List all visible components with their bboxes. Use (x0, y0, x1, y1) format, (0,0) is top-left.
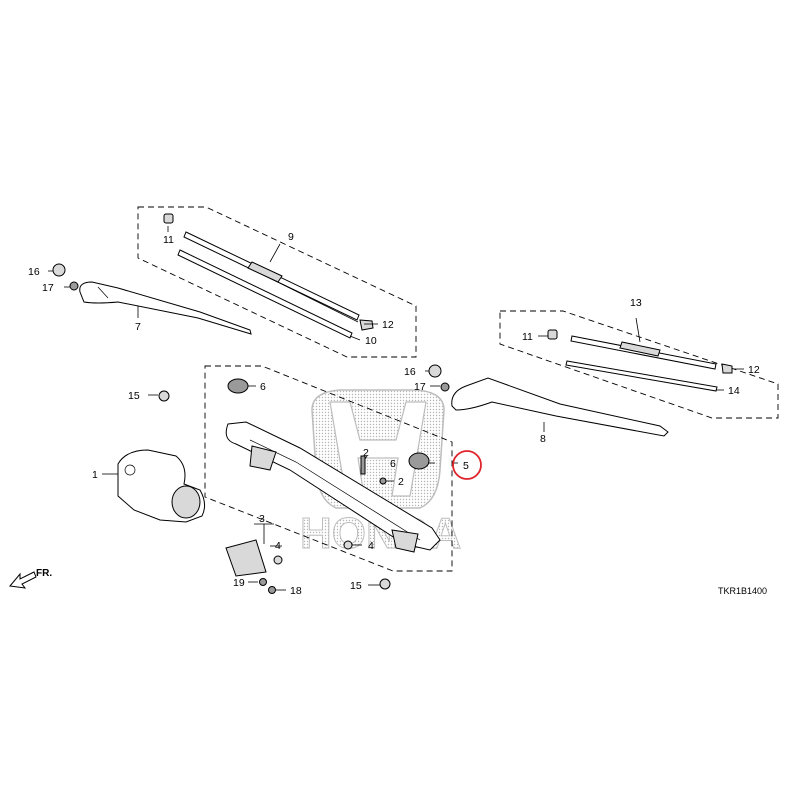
callout-14: 14 (728, 385, 740, 397)
blade-rubber-right (565, 360, 718, 392)
wiper-motor (117, 449, 206, 523)
left-wiper-blade-assembly (163, 213, 374, 339)
callout-3: 3 (259, 513, 265, 525)
clip-11-left (163, 213, 174, 224)
callout-10: 10 (365, 335, 377, 347)
nut-4-right (343, 540, 353, 550)
wiper-arm-right (451, 377, 669, 437)
callout-11-right: 11 (522, 331, 533, 343)
callout-5: 5 (463, 460, 469, 472)
bolt-15-upper (158, 390, 170, 402)
wiper-motor-shaft (124, 464, 136, 476)
highlight-ring (452, 450, 482, 480)
bolt-15-lower (379, 578, 391, 590)
adapter-12-left (359, 319, 374, 331)
blade-center-bracket-left (247, 261, 283, 283)
blade-center-bracket-right (619, 341, 661, 357)
group-box-right-blade (499, 310, 779, 419)
callout-16-right: 16 (404, 366, 416, 378)
callout-17-left: 17 (42, 282, 54, 294)
callout-12-right: 12 (748, 364, 760, 376)
nut-17-right (440, 382, 450, 392)
nut-4-left (273, 555, 283, 565)
clip-11-right (547, 329, 558, 340)
callout-8: 8 (540, 433, 546, 445)
group-box-left-blade (137, 206, 417, 358)
cap-16-right (428, 364, 442, 378)
callout-6-upper: 6 (260, 381, 266, 393)
callout-16-left: 16 (28, 266, 40, 278)
callout-15-lower: 15 (350, 580, 362, 592)
callout-7: 7 (135, 321, 141, 333)
callout-2-lower: 2 (398, 476, 404, 488)
group-box-linkage (204, 365, 453, 572)
wiper-arm-left (79, 281, 252, 335)
linkage-bracket-left (249, 445, 277, 471)
leader-lines (48, 226, 744, 591)
callout-4-right: 4 (368, 540, 374, 552)
front-label: FR. (36, 568, 52, 579)
callout-15-upper: 15 (128, 390, 140, 402)
cap-6-lower (408, 452, 430, 470)
front-arrow-icon (9, 571, 37, 589)
callout-labels: 11 9 12 10 16 17 7 13 11 12 14 16 17 8 6… (28, 231, 760, 597)
nut-17-left (69, 281, 79, 291)
callout-1: 1 (92, 469, 98, 481)
callout-6-lower: 6 (390, 458, 396, 470)
linkage-rod-detail (249, 439, 421, 541)
callout-11-left: 11 (163, 234, 174, 246)
blade-rubber-left (177, 249, 353, 339)
callout-13: 13 (630, 297, 642, 309)
front-direction-indicator: FR. (9, 568, 52, 589)
callout-2-upper: 2 (363, 447, 369, 459)
nut-18 (268, 586, 276, 594)
wiper-arm-left-detail (97, 286, 109, 299)
bracket-3 (225, 539, 267, 577)
cap-6-upper (227, 378, 249, 394)
left-wiper-arm-assembly (52, 263, 252, 335)
right-wiper-blade-assembly (547, 329, 733, 392)
callout-18: 18 (290, 585, 302, 597)
callout-9: 9 (288, 231, 294, 243)
wiper-linkage-assembly (158, 378, 441, 594)
washer-19 (259, 578, 267, 586)
adapter-12-right (721, 363, 733, 374)
linkage-bracket-right (391, 529, 419, 553)
callout-4-left: 4 (275, 540, 281, 552)
bolt-2-lower (379, 477, 387, 485)
callout-12-left: 12 (382, 319, 394, 331)
bolt-2-upper (360, 455, 366, 475)
wiper-motor-cap (171, 485, 201, 519)
callout-17-right: 17 (414, 381, 426, 393)
highlighted-callout-5[interactable]: 5 (452, 450, 482, 480)
callout-19: 19 (233, 577, 245, 589)
diagram-code: TKR1B1400 (718, 586, 767, 596)
cap-16-left (52, 263, 66, 277)
right-wiper-arm-assembly (428, 364, 669, 437)
